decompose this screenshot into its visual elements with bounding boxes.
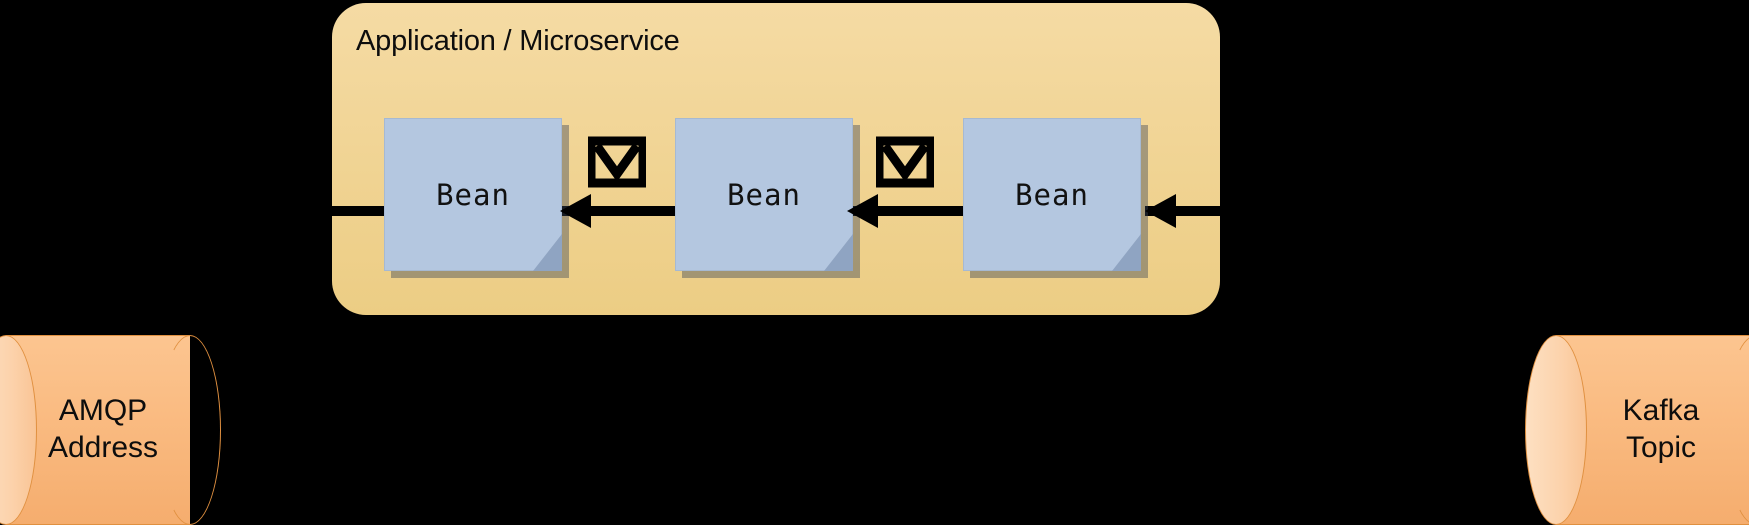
bean-body: [675, 118, 853, 271]
application-title: Application / Microservice: [356, 25, 680, 57]
amqp-address-line-2: Address: [47, 431, 159, 464]
kafka-topic-label: Kafka Topic: [1566, 335, 1749, 525]
arrow-head-1-overlay: [560, 194, 591, 228]
kafka-topic-cylinder[interactable]: Kafka Topic: [1525, 335, 1749, 525]
flow-line-mid-1-overlay: [560, 206, 720, 216]
bean-body: [963, 118, 1141, 271]
flow-line-mid-2-overlay: [845, 206, 1010, 216]
amqp-address-label: AMQP Address: [16, 335, 190, 525]
bean-label: Bean: [436, 177, 510, 212]
bean-box-1[interactable]: Bean: [384, 118, 569, 278]
kafka-topic-line-1: Kafka: [1622, 394, 1700, 428]
amqp-address-cylinder[interactable]: AMQP Address: [0, 335, 221, 525]
arrow-head-2-overlay: [847, 194, 878, 228]
envelope-icon: [588, 133, 646, 191]
flow-line-right: [1145, 206, 1350, 216]
bean-label: Bean: [1015, 177, 1089, 212]
arrow-head-3-overlay: [1145, 194, 1176, 228]
bean-label: Bean: [727, 177, 801, 212]
flow-line-right-overlay: [1145, 206, 1220, 216]
envelope-icon: [876, 133, 934, 191]
bean-body: [384, 118, 562, 271]
bean-box-2[interactable]: Bean: [675, 118, 860, 278]
amqp-address-line-1: AMQP: [58, 394, 148, 428]
cylinder-body: [1556, 335, 1749, 525]
bean-box-3[interactable]: Bean: [963, 118, 1148, 278]
kafka-topic-line-2: Topic: [1625, 431, 1697, 464]
